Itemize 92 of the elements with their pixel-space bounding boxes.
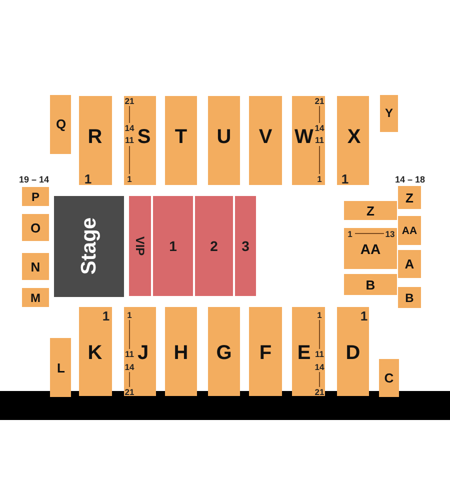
section-label: B bbox=[405, 292, 414, 304]
row-number: 1 bbox=[127, 174, 132, 184]
section-label: J bbox=[137, 343, 149, 363]
section-label: Z bbox=[366, 204, 374, 218]
section-label: Q bbox=[56, 118, 66, 130]
section-label: A bbox=[404, 258, 414, 270]
seating-section bbox=[398, 250, 421, 278]
seating-section bbox=[22, 253, 49, 280]
section-label: R bbox=[88, 127, 102, 147]
row-number: 21 bbox=[314, 388, 324, 396]
seating-section bbox=[380, 95, 398, 132]
row-number: 1 bbox=[102, 310, 110, 322]
seating-section bbox=[337, 307, 369, 396]
row-number: 11 bbox=[315, 350, 324, 358]
section-label: L bbox=[57, 362, 65, 374]
seating-section bbox=[379, 359, 399, 397]
seating-section bbox=[22, 214, 49, 241]
seating-section bbox=[165, 96, 197, 185]
row-number: 1 bbox=[360, 310, 368, 322]
seating-section bbox=[22, 187, 49, 206]
floor-section bbox=[129, 196, 151, 296]
seating-section bbox=[337, 96, 369, 185]
row-number: 1 bbox=[341, 172, 349, 186]
section-label: S bbox=[137, 127, 151, 147]
row-number: 14 bbox=[314, 362, 324, 372]
section-label: X bbox=[347, 127, 361, 147]
section-label: W bbox=[294, 127, 314, 147]
section-label: T bbox=[174, 127, 188, 147]
section-label: N bbox=[30, 260, 40, 273]
section-label: AA bbox=[360, 242, 381, 256]
seating-section bbox=[398, 186, 421, 209]
floor-section bbox=[195, 196, 233, 296]
row-number: 21 bbox=[124, 96, 134, 106]
seating-section bbox=[208, 96, 240, 185]
row-number: 1 bbox=[84, 172, 92, 186]
section-label: 2 bbox=[210, 239, 218, 253]
seating-section bbox=[292, 96, 325, 185]
seating-section bbox=[124, 96, 156, 185]
section-label: K bbox=[88, 343, 102, 363]
seating-section bbox=[165, 307, 197, 396]
row-number: 14 bbox=[124, 124, 134, 132]
section-label: C bbox=[384, 372, 394, 384]
seating-section bbox=[208, 307, 240, 396]
section-label: E bbox=[297, 343, 311, 363]
stage-area bbox=[54, 196, 124, 297]
row-number: 14 bbox=[124, 362, 134, 372]
seating-section bbox=[50, 338, 71, 397]
seating-section bbox=[22, 288, 49, 307]
section-label: U bbox=[216, 127, 232, 147]
seating-section bbox=[249, 307, 282, 396]
row-number: 14 bbox=[314, 124, 324, 132]
row-range-label: 14 – 18 bbox=[394, 176, 426, 184]
section-label: P bbox=[32, 190, 40, 202]
seating-section bbox=[344, 228, 397, 269]
seating-section bbox=[344, 201, 397, 220]
seating-section bbox=[124, 307, 156, 396]
row-number: 1 bbox=[127, 310, 132, 320]
seating-section bbox=[344, 274, 397, 295]
seating-section bbox=[398, 216, 421, 245]
section-label: V bbox=[258, 127, 272, 147]
row-number: 13 bbox=[385, 229, 395, 238]
section-label: F bbox=[259, 343, 272, 363]
row-number: 1 bbox=[317, 310, 322, 320]
seating-section bbox=[50, 95, 71, 154]
seating-section bbox=[292, 307, 325, 396]
section-label: Y bbox=[385, 107, 393, 119]
row-number: 1 bbox=[348, 229, 352, 238]
floor-section bbox=[153, 196, 193, 296]
section-label: B bbox=[366, 278, 376, 291]
row-range-label: 19 – 14 bbox=[18, 176, 50, 184]
section-label: VIP bbox=[134, 236, 146, 256]
seating-section bbox=[398, 287, 421, 308]
row-number: 21 bbox=[314, 96, 324, 106]
floor-section bbox=[235, 196, 256, 296]
seating-section bbox=[249, 96, 282, 185]
row-number: 11 bbox=[125, 136, 134, 144]
section-label: M bbox=[30, 292, 40, 304]
section-label: G bbox=[216, 343, 232, 363]
section-label: O bbox=[30, 221, 41, 234]
seating-section bbox=[79, 96, 112, 185]
row-number: 1 bbox=[317, 174, 322, 184]
seating-section bbox=[79, 307, 112, 396]
row-number: 11 bbox=[315, 136, 324, 144]
section-label: H bbox=[174, 343, 188, 363]
stage-label: Stage bbox=[78, 217, 100, 275]
row-number: 11 bbox=[125, 350, 134, 358]
section-label: Z bbox=[406, 191, 414, 204]
section-label: AA bbox=[402, 225, 418, 236]
section-label: D bbox=[346, 343, 360, 363]
section-label: 1 bbox=[169, 239, 177, 253]
section-label: 3 bbox=[242, 239, 250, 253]
row-number: 21 bbox=[124, 388, 134, 396]
